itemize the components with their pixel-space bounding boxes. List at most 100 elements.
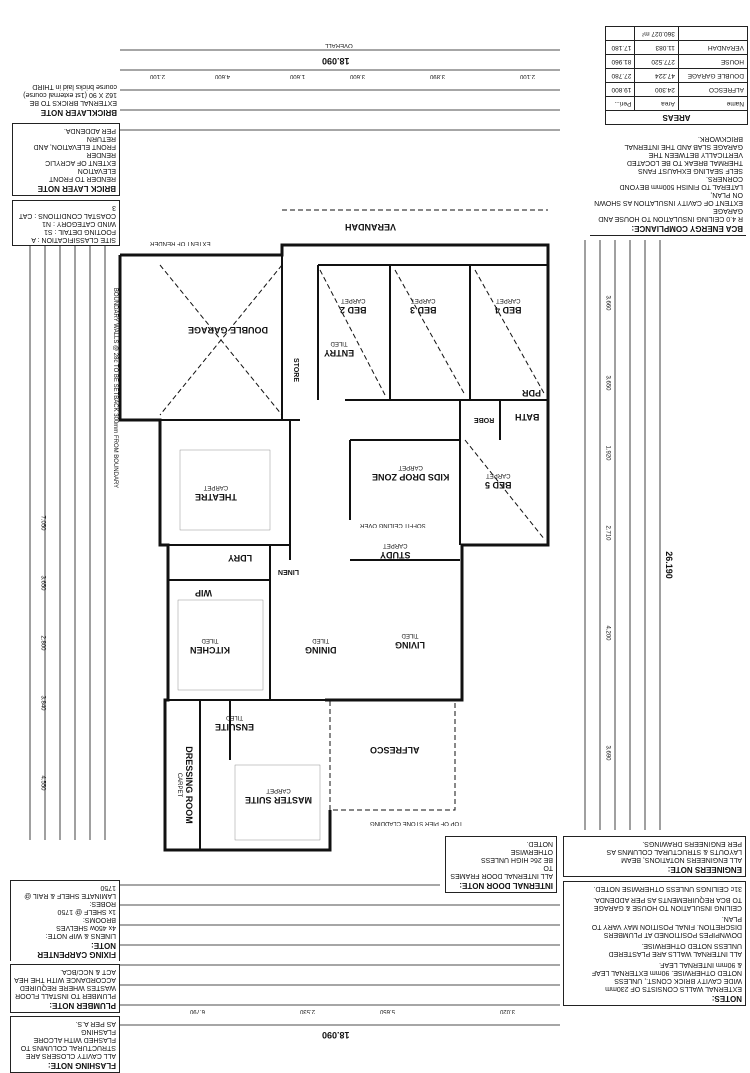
- verandah: VERANDAH: [345, 222, 397, 232]
- dim-label: 3.020: [500, 1008, 516, 1014]
- note-line: NOTED.: [526, 840, 553, 847]
- note-line: & 90mm INTERNAL LEAF.: [659, 961, 742, 968]
- dim-label: 2.800: [39, 635, 46, 651]
- cell: 81.960: [605, 54, 635, 69]
- cell: 24.300: [634, 82, 679, 97]
- overall-width-bottom: 18.090: [322, 1030, 350, 1040]
- note-title: ENGINEERS NOTE:: [667, 865, 742, 874]
- dim-label: 4.200: [604, 625, 611, 641]
- note-line: LATERAL TO FINISH 500mm BEYOND CORNERS.: [619, 175, 743, 190]
- room-linen: LINEN: [278, 568, 299, 575]
- left-bottom-notes: FIXING CARPENTER NOTE: LINENS & WIP NOTE…: [10, 880, 120, 1073]
- dim-label: 5.650: [380, 1008, 396, 1014]
- note-line: ROBES:: [89, 900, 116, 907]
- overall-depth: 26.190: [663, 551, 674, 579]
- note-line: BROOMS:: [82, 916, 116, 923]
- areas-title: AREAS: [605, 110, 748, 125]
- dim-label: 4.600: [215, 73, 231, 79]
- header-perimeter: Peri...: [605, 96, 635, 111]
- left-top-notes: BRICKLAYER NOTE EXTERNAL BRICKS TO BE 16…: [12, 80, 120, 246]
- dim-label: 3.650: [604, 375, 611, 391]
- note-line: LAMINATE SHELF & RAIL @ 1750: [24, 884, 116, 899]
- note-line: STRUCTURAL COLUMNS TO: [20, 1044, 116, 1051]
- overall-width-top: 18.090: [322, 56, 350, 66]
- cell: 27.780: [605, 68, 635, 83]
- note-line: THERMAL BREAK TO BE LOCATED VERTICALLY B…: [626, 151, 743, 166]
- tile-hatching: [177, 449, 321, 841]
- note-line: ALL ENGINEERS NOTATIONS, BEAM: [621, 856, 742, 863]
- right-bottom-notes: ENGINEERS NOTE: ALL ENGINEERS NOTATIONS,…: [563, 836, 746, 1006]
- note-line: 1x SHELF @ 1750: [57, 908, 116, 915]
- note-line: GARAGE SLAB AND THE INTERNAL BRICKWORK.: [624, 135, 743, 150]
- bricklayer-note: BRICKLAYER NOTE EXTERNAL BRICKS TO BE 16…: [12, 80, 120, 119]
- general-notes: NOTES: EXTERNAL WALLS CONSISTS OF 230mm …: [563, 881, 746, 1006]
- dim-label: 1.920: [604, 445, 611, 461]
- note-line: EXTENT OF CAVITY INSULATION AS SHOWN ON …: [594, 191, 743, 206]
- note-line: TO BCA REQUIREMENTS AS PER ADDENDA.: [593, 896, 742, 903]
- note-line: SELF SEALING EXHAUST FANS: [638, 167, 743, 174]
- room-laundry: LDRY: [228, 553, 253, 563]
- note-line: 31c CEILINGS UNLESS OTHERWISE NOTED.: [593, 885, 742, 892]
- dimension-lines: [29, 49, 661, 1026]
- dim-label: 3.600: [350, 73, 366, 79]
- cell: DOUBLE GARAGE: [678, 68, 748, 83]
- note-line: 4x 450w SHELVES: [56, 924, 116, 931]
- dim-label: 3.690: [604, 745, 611, 761]
- note-line: FOOTING DETAIL : S1: [44, 228, 116, 235]
- note-line: 162 X 90 (1st external course): [23, 91, 117, 98]
- note-title: FLASHING NOTE:: [48, 1061, 116, 1070]
- table-row: 360.027 m²: [605, 26, 748, 41]
- note-line: EXTERNAL BRICKS TO BE: [29, 99, 117, 106]
- dim-label: 2.100: [150, 73, 166, 79]
- flashing-note: FLASHING NOTE: ALL CAVITY CLOSERS ARE ST…: [10, 1016, 120, 1073]
- note-line: COASTAL CONDITIONS : CAT 3: [19, 204, 116, 219]
- dim-label: 2.530: [300, 1008, 316, 1014]
- note-line: ALL INTERNAL DOOR FRAMES TO: [450, 864, 553, 879]
- internal-door-note: INTERNAL DOOR NOTE: ALL INTERNAL DOOR FR…: [445, 836, 557, 893]
- dim-label: 3.890: [430, 73, 446, 79]
- note-line: ACT & NCC/BCA.: [60, 968, 116, 975]
- soffit-annotation: SOFFIT CEILING OVER: [360, 522, 426, 528]
- cell: 17.180: [605, 40, 635, 55]
- room-bath: BATH: [515, 412, 540, 422]
- cell: 11.083: [634, 40, 679, 55]
- boundary-annotation: BOUNDARY WALLS @ 28c TO BE SETBACK 300mm…: [112, 287, 119, 489]
- room-double-garage: DOUBLE GARAGE: [188, 325, 269, 335]
- note-line: PER ADDENDA.: [63, 127, 116, 134]
- note-line: ALL CAVITY CLOSERS ARE: [25, 1052, 116, 1059]
- note-line: PLAN.: [721, 915, 742, 922]
- note-line: WASTES WHERE REQUIRED: [19, 984, 116, 991]
- overall-label-top: OVERALL: [325, 42, 353, 48]
- note-line: DISCRETION. FINAL POSITION MAY VARY TO: [591, 923, 742, 930]
- brick-layer-note: BRICK LAYER NOTE RENDER TO FRONT ELEVATI…: [12, 123, 120, 196]
- note-line: R 4.0 CEILING INSULATION TO HOUSE AND GA…: [598, 207, 743, 222]
- note-title: BRICK LAYER NOTE: [37, 184, 116, 193]
- note-line: FLASHED WITH ALCORE FLASHING: [33, 1028, 116, 1043]
- dim-label: 2.100: [520, 73, 536, 79]
- cell: HOUSE: [678, 54, 748, 69]
- total-area: 360.027 m²: [634, 26, 679, 41]
- note-line: UNLESS NOTED OTHERWISE.: [641, 942, 742, 949]
- note-line: PLUMBER TO INSTALL FLOOR: [15, 992, 116, 999]
- note-title: FIXING CARPENTER NOTE:: [37, 941, 116, 959]
- dim-label: 4.550: [39, 775, 46, 791]
- cell: ALFRESCO: [678, 82, 748, 97]
- dashed-outlines: [159, 209, 548, 811]
- cell: 47.224: [634, 68, 679, 83]
- fixing-carpenter-note: FIXING CARPENTER NOTE: LINENS & WIP NOTE…: [10, 880, 120, 961]
- room-wip: WIP: [195, 588, 212, 598]
